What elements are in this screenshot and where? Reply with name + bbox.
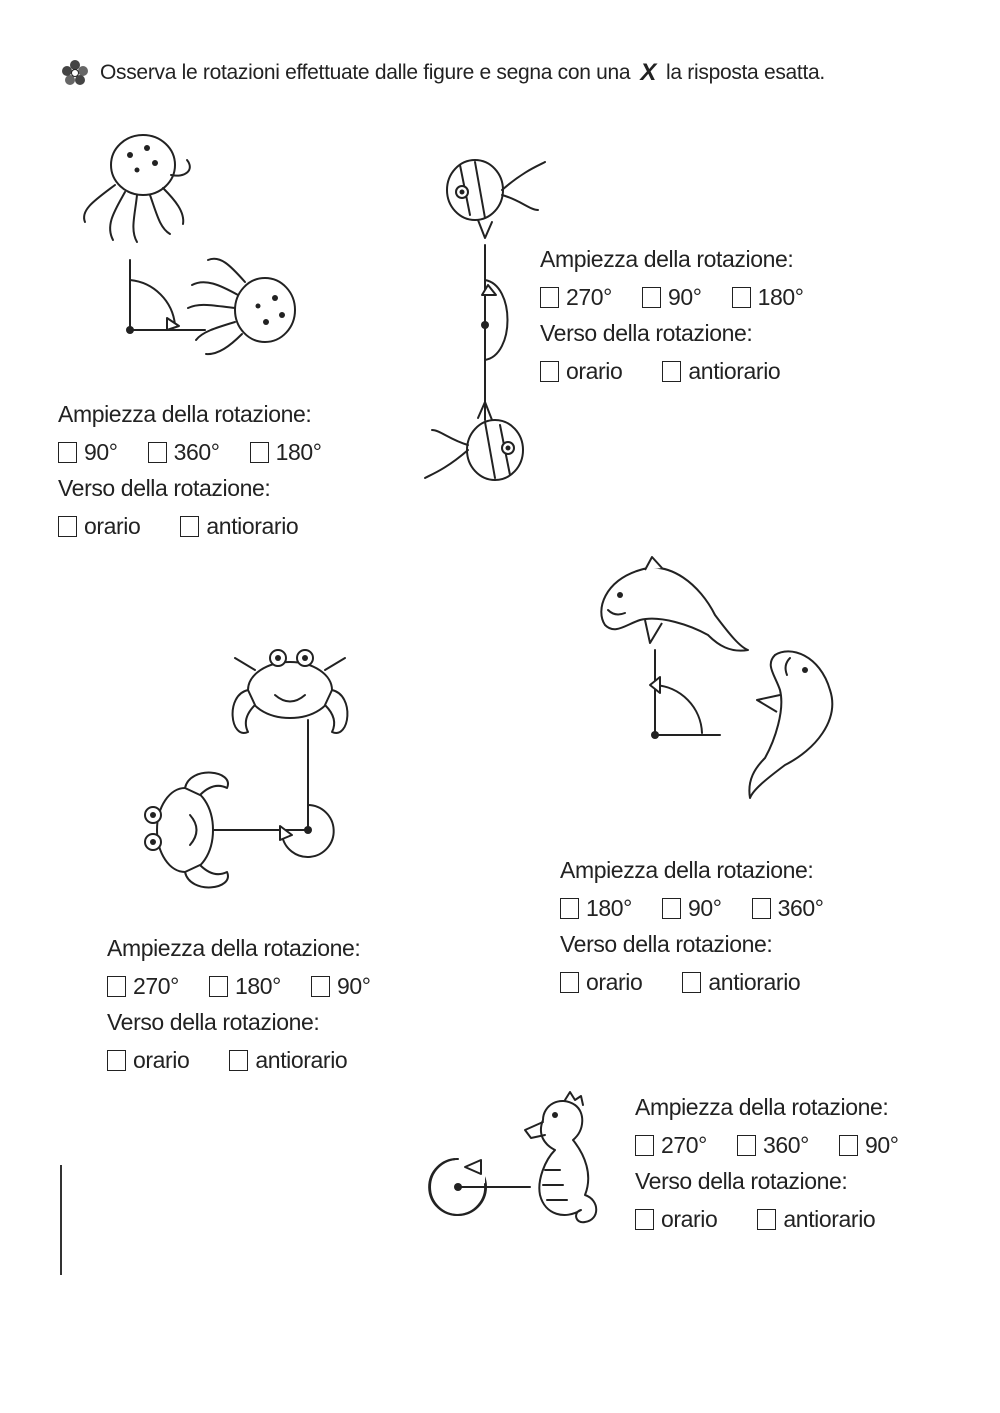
octopus-icon: [83, 134, 191, 243]
checkbox[interactable]: [751, 897, 771, 919]
instruction: Osserva le rotazioni effettuate dalle fi…: [60, 58, 825, 88]
amplitude-option-2[interactable]: 90°: [641, 285, 702, 309]
direction-option-counterclockwise[interactable]: antiorario: [662, 359, 781, 383]
seahorse-figure: [425, 1090, 625, 1255]
amplitude-option-3[interactable]: 180°: [731, 285, 804, 309]
octopus-figure: [75, 130, 315, 395]
fish-rotation-diagram: [424, 159, 546, 481]
scan-edge-mark: [60, 1165, 62, 1275]
checkbox[interactable]: [635, 1134, 654, 1156]
checkbox[interactable]: [229, 1049, 249, 1071]
amplitude-title: Ampiezza della rotazione:: [635, 1094, 889, 1120]
octopus-rotation-diagram: [83, 134, 296, 356]
fish-icon: [446, 159, 546, 239]
checkbox[interactable]: [180, 515, 200, 537]
amplitude-option-1[interactable]: 90°: [58, 440, 118, 464]
checkbox[interactable]: [540, 286, 559, 308]
amplitude-option-2[interactable]: 180°: [208, 974, 281, 998]
exercise-dolphin-answers: Ampiezza della rotazione: 180° 90° 360° …: [560, 859, 854, 1007]
amplitude-option-1[interactable]: 270°: [635, 1133, 707, 1157]
direction-option-clockwise[interactable]: orario: [540, 359, 623, 383]
dolphin-rotation-diagram: [600, 556, 834, 799]
seahorse-icon: [524, 1091, 598, 1224]
checkbox[interactable]: [757, 1208, 777, 1230]
checkbox[interactable]: [682, 971, 702, 993]
amplitude-option-3[interactable]: 90°: [310, 974, 371, 998]
checkbox[interactable]: [641, 286, 661, 308]
direction-title: Verso della rotazione:: [635, 1168, 848, 1194]
checkbox[interactable]: [107, 1049, 126, 1071]
amplitude-option-1[interactable]: 270°: [107, 974, 179, 998]
direction-option-clockwise[interactable]: orario: [58, 514, 141, 538]
checkbox[interactable]: [736, 1134, 756, 1156]
amplitude-option-3[interactable]: 180°: [249, 440, 322, 464]
checkbox[interactable]: [661, 897, 681, 919]
instruction-mark: X: [640, 59, 657, 86]
direction-option-counterclockwise[interactable]: antiorario: [757, 1207, 876, 1231]
direction-option-clockwise[interactable]: orario: [560, 970, 643, 994]
octopus-rotated-icon: [187, 257, 296, 356]
crab-rotated-icon: [144, 771, 229, 889]
amplitude-title: Ampiezza della rotazione:: [560, 857, 814, 883]
checkbox[interactable]: [838, 1134, 858, 1156]
instruction-text-before: Osserva le rotazioni effettuate dalle fi…: [100, 61, 631, 84]
dolphin-figure: [590, 555, 834, 830]
direction-option-counterclockwise[interactable]: antiorario: [229, 1048, 348, 1072]
direction-option-clockwise[interactable]: orario: [635, 1207, 718, 1231]
seahorse-rotation-diagram: [428, 1091, 598, 1224]
checkbox[interactable]: [107, 975, 126, 997]
checkbox[interactable]: [58, 515, 77, 537]
amplitude-title: Ampiezza della rotazione:: [540, 246, 794, 272]
checkbox[interactable]: [58, 441, 77, 463]
direction-title: Verso della rotazione:: [560, 931, 773, 957]
amplitude-option-3[interactable]: 90°: [838, 1133, 899, 1157]
exercise-fish-answers: Ampiezza della rotazione: 270° 90° 180° …: [540, 248, 834, 396]
amplitude-option-2[interactable]: 360°: [736, 1133, 809, 1157]
amplitude-title: Ampiezza della rotazione:: [107, 935, 361, 961]
amplitude-title: Ampiezza della rotazione:: [58, 401, 312, 427]
dolphin-rotated-icon: [748, 650, 834, 799]
crab-rotation-diagram: [144, 649, 349, 889]
checkbox[interactable]: [147, 441, 167, 463]
checkbox[interactable]: [208, 975, 228, 997]
amplitude-option-3[interactable]: 360°: [751, 896, 824, 920]
checkbox[interactable]: [310, 975, 330, 997]
flower-icon: [62, 60, 88, 85]
instruction-text-after: la risposta esatta.: [666, 61, 825, 84]
exercise-octopus-answers: Ampiezza della rotazione: 90° 360° 180° …: [58, 403, 352, 551]
checkbox[interactable]: [731, 286, 751, 308]
checkbox[interactable]: [560, 897, 579, 919]
amplitude-option-1[interactable]: 180°: [560, 896, 632, 920]
direction-title: Verso della rotazione:: [107, 1009, 320, 1035]
direction-option-counterclockwise[interactable]: antiorario: [682, 970, 801, 994]
exercise-seahorse-answers: Ampiezza della rotazione: 270° 360° 90° …: [635, 1096, 929, 1244]
amplitude-option-2[interactable]: 90°: [661, 896, 722, 920]
crab-figure: [130, 640, 390, 925]
direction-option-counterclockwise[interactable]: antiorario: [180, 514, 299, 538]
direction-option-clockwise[interactable]: orario: [107, 1048, 190, 1072]
amplitude-option-1[interactable]: 270°: [540, 285, 612, 309]
checkbox[interactable]: [635, 1208, 654, 1230]
direction-title: Verso della rotazione:: [540, 320, 753, 346]
amplitude-option-2[interactable]: 360°: [147, 440, 220, 464]
checkbox[interactable]: [662, 360, 682, 382]
crab-icon: [231, 649, 349, 734]
checkbox[interactable]: [560, 971, 579, 993]
fish-rotated-icon: [424, 401, 524, 481]
exercise-crab-answers: Ampiezza della rotazione: 270° 180° 90° …: [107, 937, 401, 1085]
dolphin-icon: [600, 556, 749, 652]
checkbox[interactable]: [540, 360, 559, 382]
fish-figure: [424, 150, 550, 515]
checkbox[interactable]: [249, 441, 269, 463]
direction-title: Verso della rotazione:: [58, 475, 271, 501]
